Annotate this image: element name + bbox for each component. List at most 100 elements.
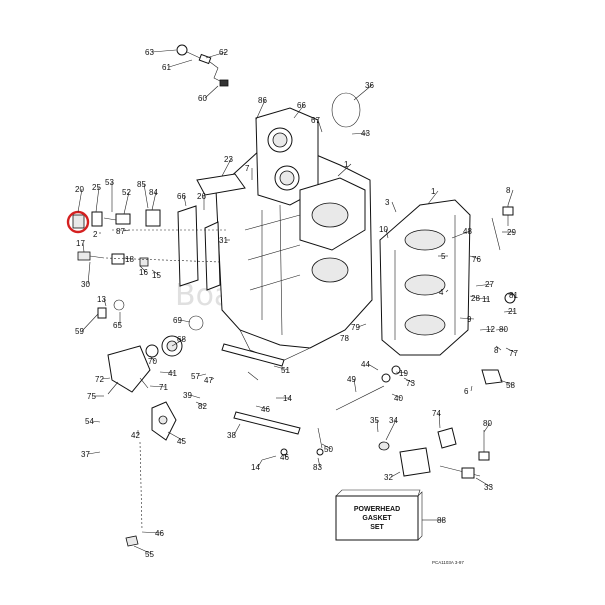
leader-line xyxy=(495,345,502,351)
callout-label: 19 xyxy=(399,369,408,378)
callout-label: 54 xyxy=(85,417,94,426)
leader-line xyxy=(233,423,241,436)
highlighted-fitting-part xyxy=(66,210,90,234)
gasket-box-line2: GASKET xyxy=(362,515,392,522)
leader-line xyxy=(367,363,379,371)
leader-line xyxy=(257,459,263,468)
callout-label: 80 xyxy=(499,325,508,334)
callout-label: 44 xyxy=(361,360,370,369)
leader-line xyxy=(317,457,321,468)
callout-label: 37 xyxy=(81,450,90,459)
leader-line xyxy=(469,295,479,299)
callout-label: 68 xyxy=(177,335,186,344)
leader-line xyxy=(337,163,352,177)
callout-label: 18 xyxy=(125,255,134,264)
leader-line xyxy=(283,453,288,458)
leader-line xyxy=(505,347,517,354)
callout-label: 14 xyxy=(251,463,260,472)
callout-label: 77 xyxy=(509,349,518,358)
leader-line xyxy=(255,405,269,410)
gasket-box-line1: POWERHEAD xyxy=(354,506,400,513)
callout-label: 40 xyxy=(394,394,403,403)
leader-line xyxy=(159,371,176,374)
leader-line xyxy=(139,265,147,273)
callout-label: 65 xyxy=(113,321,122,330)
callout-label: 59 xyxy=(75,327,84,336)
leader-line xyxy=(133,545,153,555)
callout-label: 78 xyxy=(340,334,349,343)
callout-label: 10 xyxy=(379,225,388,234)
leader-line xyxy=(475,283,493,287)
leader-line xyxy=(123,257,133,260)
gasket-set-box: POWERHEAD GASKET SET xyxy=(335,489,436,541)
callout-label: 31 xyxy=(219,236,228,245)
leader-line xyxy=(385,228,389,239)
callout-label: 63 xyxy=(145,48,154,57)
leader-line xyxy=(390,471,401,478)
callout-label: 14 xyxy=(283,394,292,403)
leader-line xyxy=(197,373,207,377)
callout-label: 73 xyxy=(406,379,415,388)
callout-label: 20 xyxy=(75,185,84,194)
leader-line xyxy=(293,104,305,119)
callout-label: 71 xyxy=(159,383,168,392)
leader-line xyxy=(149,385,167,388)
link-rod-part xyxy=(233,411,301,435)
leader-line xyxy=(499,379,514,386)
callout-label: 39 xyxy=(183,391,192,400)
leader-line xyxy=(168,59,193,68)
leader-line xyxy=(385,419,397,441)
callout-label: 13 xyxy=(97,295,106,304)
leader-line xyxy=(151,269,160,276)
callout-label: 36 xyxy=(365,81,374,90)
leader-line xyxy=(141,531,163,534)
callout-label: 45 xyxy=(177,437,186,446)
callout-label: 35 xyxy=(370,416,379,425)
diagram-code: PCA1103A 3-97 xyxy=(432,560,464,565)
callout-label: 34 xyxy=(389,416,398,425)
callout-label: 23 xyxy=(224,155,233,164)
callout-label: 1 xyxy=(431,187,436,196)
leader-line xyxy=(403,377,414,384)
crankcase-part xyxy=(379,199,471,356)
callout-label: 51 xyxy=(281,366,290,375)
callout-label: 66 xyxy=(297,101,306,110)
callout-label: 28 xyxy=(471,294,480,303)
leader-line xyxy=(171,338,185,347)
leader-line xyxy=(221,158,232,177)
callout-label: 76 xyxy=(472,255,481,264)
callout-label: 42 xyxy=(131,431,140,440)
callout-label: 7 xyxy=(245,164,250,173)
leader-line xyxy=(445,289,449,293)
callout-label: 61 xyxy=(162,63,171,72)
callout-label: 67 xyxy=(311,116,320,125)
callout-label: 17 xyxy=(76,239,85,248)
callout-label: 84 xyxy=(149,188,158,197)
callout-label: 87 xyxy=(116,227,125,236)
leader-line xyxy=(495,328,507,331)
leader-line xyxy=(273,365,289,371)
leader-line xyxy=(357,323,367,328)
leader-line xyxy=(151,191,157,211)
temperature-sensor-part xyxy=(176,44,229,87)
leader-line xyxy=(459,317,475,320)
plug-part xyxy=(97,307,107,319)
leader-line xyxy=(317,119,323,133)
callout-label: 8 xyxy=(506,186,511,195)
leader-line xyxy=(123,191,130,215)
leader-line xyxy=(395,371,407,374)
callout-label: 38 xyxy=(227,431,236,440)
leader-line xyxy=(438,412,441,429)
callout-label: 2 xyxy=(93,230,98,239)
callout-label: 32 xyxy=(384,473,393,482)
leader-line xyxy=(451,230,471,239)
leader-line xyxy=(95,186,100,213)
leader-line xyxy=(479,328,494,331)
callout-label: 81 xyxy=(509,291,518,300)
leader-line xyxy=(507,189,514,206)
callout-label: 46 xyxy=(280,453,289,462)
leader-line xyxy=(391,201,397,213)
callout-label: 5 xyxy=(441,252,446,261)
leader-line xyxy=(143,183,149,209)
leader-line xyxy=(151,49,177,53)
